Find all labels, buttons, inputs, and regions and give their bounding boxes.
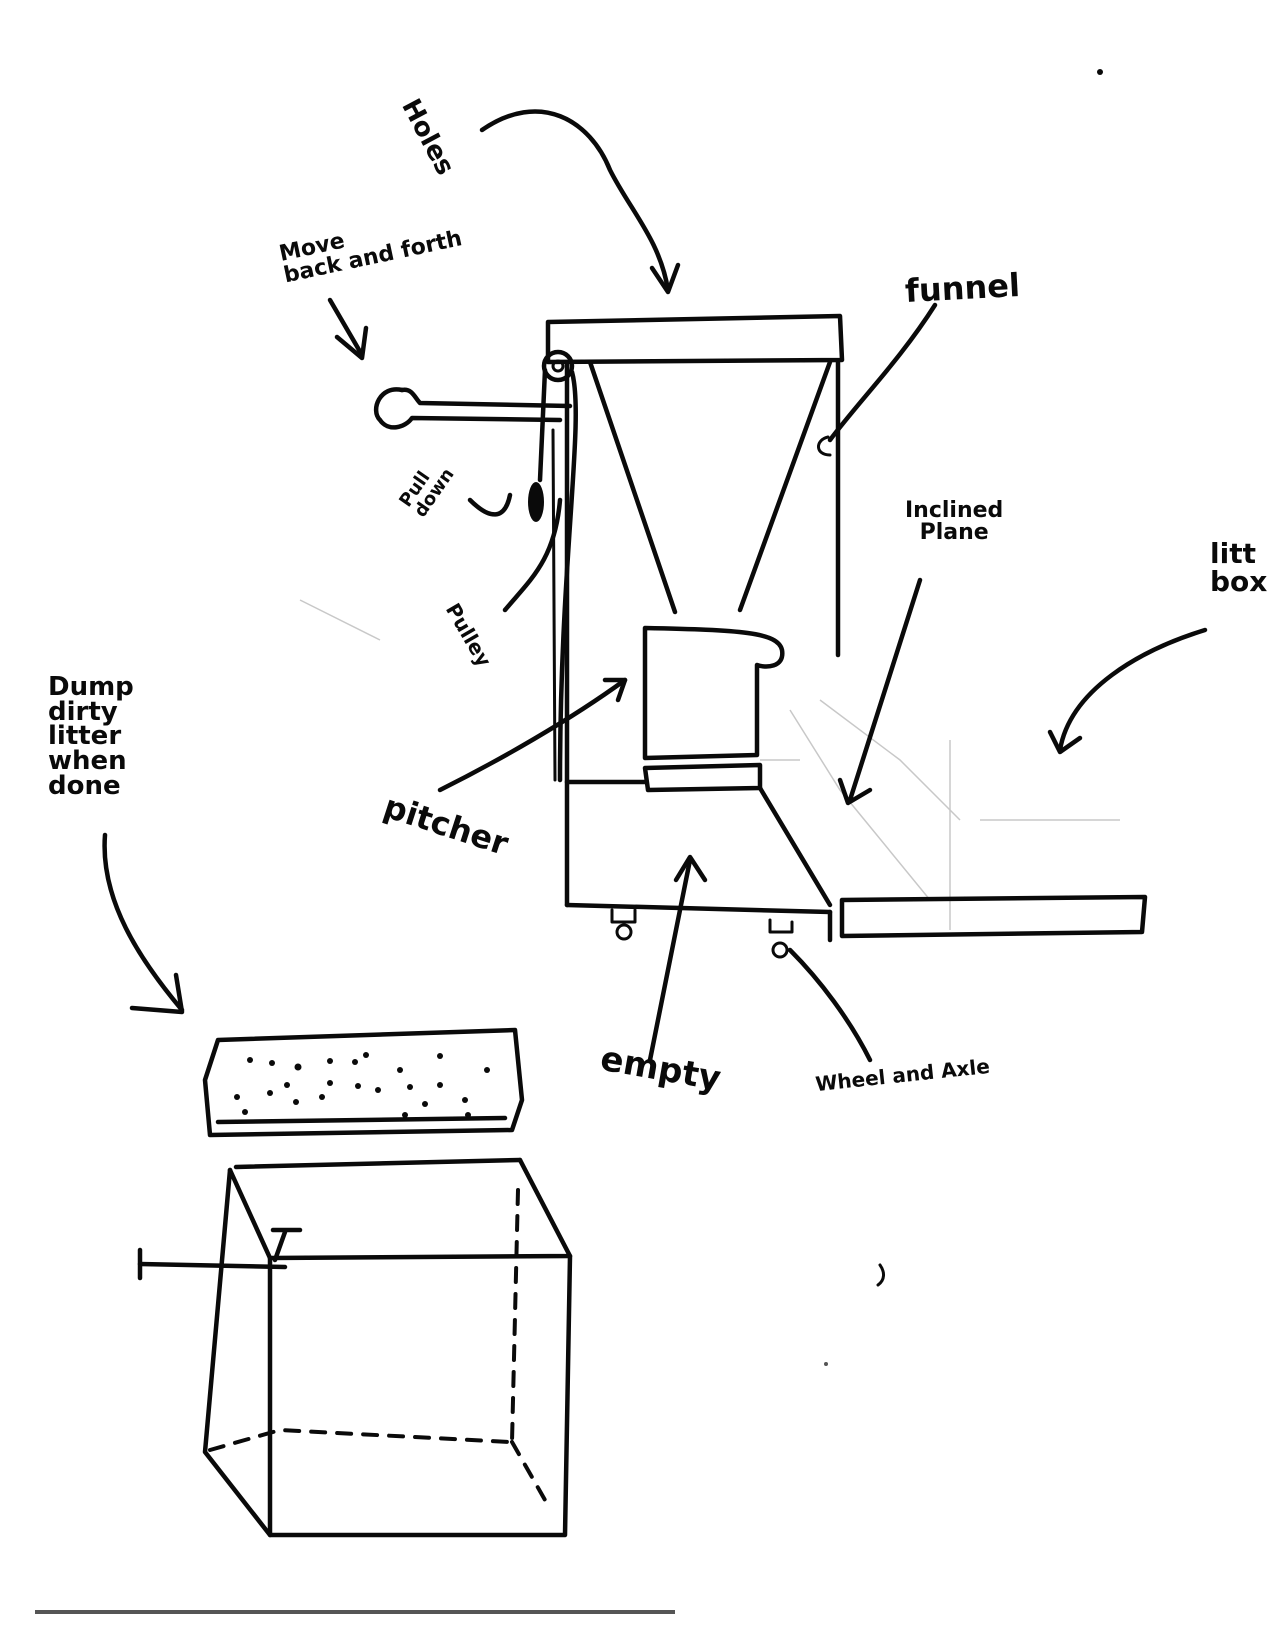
empty-arrowhead xyxy=(673,854,708,883)
label-dump-dirty-litter: Dump dirty litter when done xyxy=(48,672,134,801)
wheels xyxy=(610,908,794,959)
label-inclined-plane: Inclined Plane xyxy=(905,498,1004,545)
move-arrow xyxy=(327,297,365,358)
litter-tray xyxy=(839,894,1148,939)
inclined-plane-arrow xyxy=(847,577,923,803)
stray-mark xyxy=(824,1362,828,1366)
pitcher-arrow xyxy=(437,677,628,793)
cord-handle xyxy=(528,482,544,522)
dump-arrow xyxy=(102,832,185,1013)
inclined-plane-line xyxy=(757,785,833,908)
label-funnel: funnel xyxy=(904,266,1021,310)
litter-box-arrow xyxy=(1057,627,1208,753)
pull-down-curve xyxy=(467,492,513,517)
trash-bin xyxy=(137,1157,573,1538)
inclined-plane-arrowhead xyxy=(837,777,873,806)
funnel-arrow xyxy=(827,302,938,443)
label-litter-box: litt box xyxy=(1210,537,1268,598)
wheel-axle-arrow xyxy=(787,947,873,1063)
pull-cord xyxy=(537,367,548,483)
dump-arrowhead xyxy=(129,972,185,1015)
machine-body xyxy=(545,313,845,943)
handle-lever xyxy=(373,387,573,430)
holes-arrowhead xyxy=(649,262,681,295)
stray-mark xyxy=(876,1263,885,1287)
litter-dots xyxy=(234,1052,490,1118)
sifter-tray xyxy=(545,313,845,365)
dirty-litter-tray xyxy=(202,1027,525,1138)
pulley-wheel xyxy=(541,349,575,383)
move-arrowhead xyxy=(334,325,369,361)
holes-arrow xyxy=(479,109,671,293)
funnel xyxy=(587,359,833,615)
pulley-assembly xyxy=(528,349,578,783)
empty-arrow xyxy=(647,857,693,1063)
pitcher xyxy=(642,625,785,793)
litter-box-arrowhead xyxy=(1047,729,1083,755)
pulley-arrow xyxy=(502,497,563,613)
stray-mark xyxy=(1097,69,1103,75)
pitcher-arrowhead xyxy=(602,677,628,703)
scan-edge-line xyxy=(35,1610,675,1614)
pencil-guides xyxy=(299,599,1120,930)
